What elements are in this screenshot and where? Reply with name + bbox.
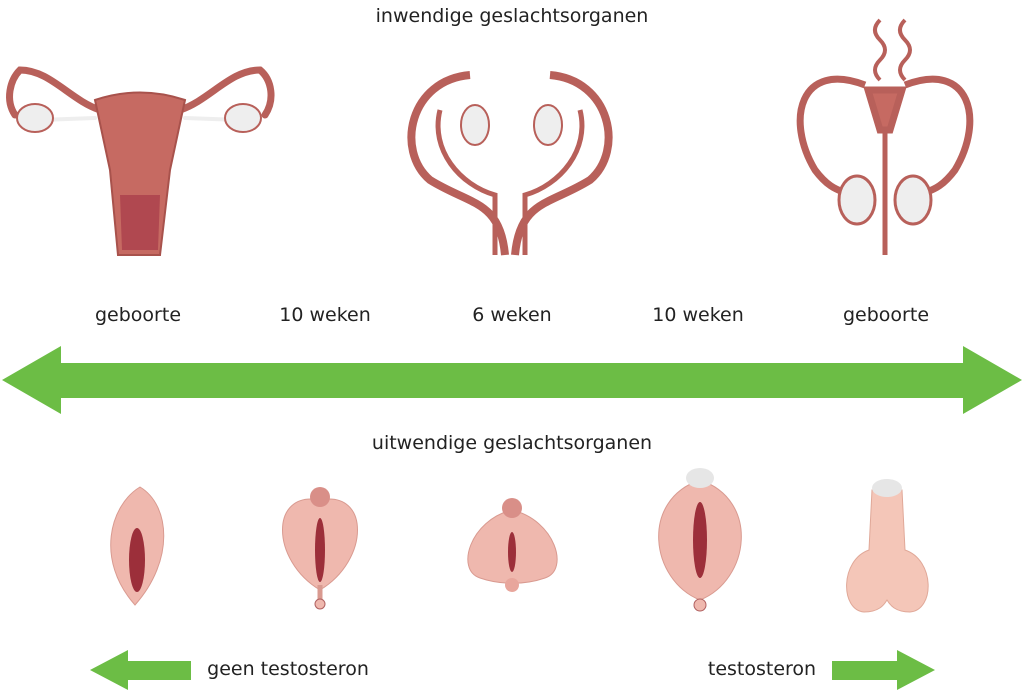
no-testosterone-label: geen testosteron [207, 658, 369, 680]
internal-organs-heading: inwendige geslachtsorganen [375, 5, 649, 27]
female-external-organ-icon [110, 486, 165, 606]
right-arrow [832, 650, 935, 690]
male-external-organ-icon [846, 479, 929, 613]
left-arrow [90, 650, 191, 690]
testosterone-label: testosteron [707, 658, 817, 680]
timeline-label-6-weeks: 6 weken [472, 304, 552, 326]
timeline-label-male-birth: geboorte [842, 304, 930, 326]
indifferent-internal-organ-icon [407, 71, 613, 256]
female-internal-organ-icon [6, 66, 275, 256]
timeline-label-female-10-weeks: 10 weken [279, 304, 371, 326]
male-internal-organ-icon [796, 18, 974, 255]
early-female-external-organ-icon [282, 487, 358, 610]
timeline-label-male-10-weeks: 10 weken [652, 304, 744, 326]
indifferent-external-organ-icon [467, 498, 558, 592]
timeline-label-female-birth: geboorte [94, 304, 182, 326]
double-arrow [2, 346, 1022, 414]
early-male-external-organ-icon [658, 468, 742, 612]
external-organs-heading: uitwendige geslachtsorganen [371, 432, 653, 454]
